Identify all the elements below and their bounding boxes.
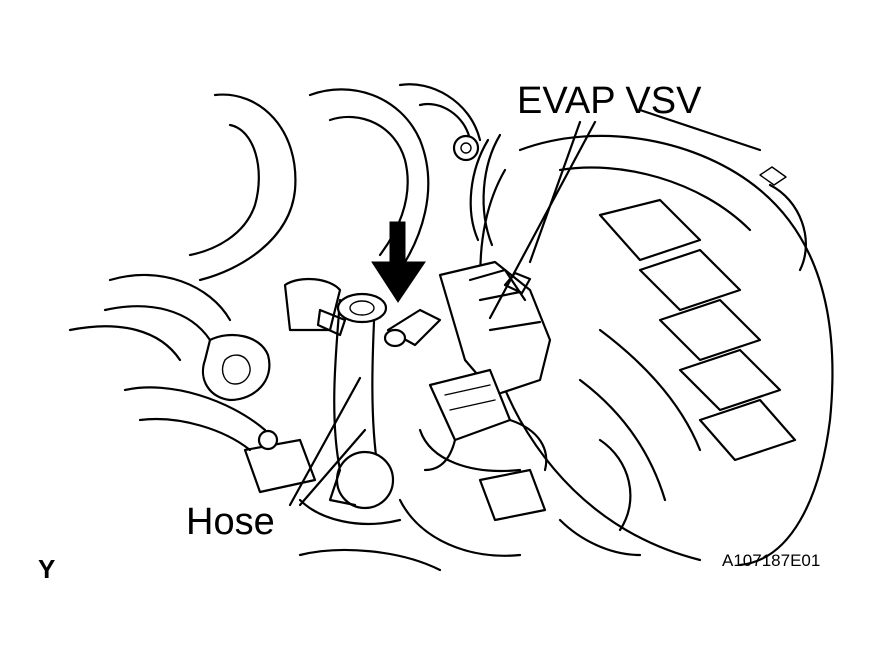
hose-leader-2 bbox=[298, 428, 367, 507]
hose-label: Hose bbox=[186, 501, 275, 543]
hose-leader-1 bbox=[288, 376, 362, 507]
evap-vsv-label: EVAP VSV bbox=[517, 80, 702, 122]
vsv-connector bbox=[418, 368, 548, 472]
intake-duct bbox=[469, 108, 834, 567]
evap-vsv-leader-2 bbox=[528, 120, 582, 264]
leader-lines bbox=[288, 120, 597, 507]
figure-code: A107187E01 bbox=[722, 551, 821, 570]
left-connector bbox=[202, 277, 342, 494]
indicator-arrow bbox=[371, 221, 426, 303]
lower-parts bbox=[298, 438, 642, 572]
left-hoses bbox=[68, 83, 482, 452]
evap-vsv-body bbox=[383, 260, 552, 402]
evap-vsv-leader-1 bbox=[488, 120, 597, 320]
view-letter: Y bbox=[38, 554, 56, 584]
central-hose bbox=[298, 292, 402, 526]
